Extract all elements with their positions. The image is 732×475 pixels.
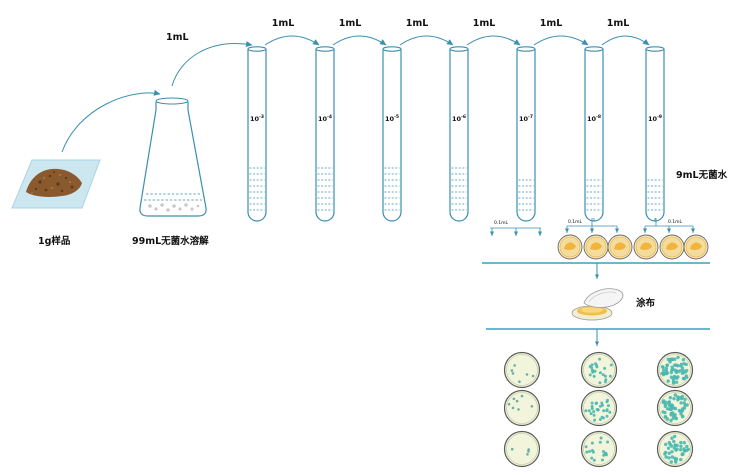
erlenmeyer-flask [139, 97, 207, 217]
pipette-distribution-left: 0.1mL [490, 220, 542, 236]
dilution-base: 10 [452, 115, 462, 123]
dilution-label-6: 10-8 [587, 114, 601, 123]
result-plate-r1-c3 [656, 351, 694, 389]
dilution-label-4: 10-6 [452, 114, 466, 123]
transfer-label-flask: 1mL [166, 32, 189, 43]
result-plate-r1-c1 [503, 351, 541, 389]
spread-label: 涂布 [636, 297, 656, 309]
soil-sample [11, 159, 101, 209]
dilution-label-7: 10-9 [648, 114, 662, 123]
dilution-base: 10 [648, 115, 658, 123]
pipette-distribution-middle: 0.1mL [565, 218, 619, 233]
dilution-base: 10 [385, 115, 395, 123]
transfer-arrow-6 [601, 35, 650, 46]
result-plate-r3-c3 [656, 430, 694, 468]
dilution-exponent: -7 [528, 114, 533, 120]
transfer-arrow-1 [264, 35, 320, 46]
small-plate-1 [557, 234, 583, 260]
result-plate-r2-c3 [656, 389, 694, 427]
test-tube-3: 10-5 [382, 46, 402, 222]
flask-label: 99mL无菌水溶解 [132, 235, 209, 247]
water-label: 9mL无菌水 [676, 169, 728, 181]
result-plate-r1-c2 [580, 351, 618, 389]
dilution-exponent: -6 [461, 114, 466, 120]
transfer-arrow-4 [466, 35, 521, 46]
small-plate-5 [659, 234, 685, 260]
transfer-label-5: 1mL [540, 18, 563, 29]
dilution-label-2: 10-4 [318, 114, 332, 123]
test-tube-4: 10-6 [449, 46, 469, 222]
dilution-label-5: 10-7 [519, 114, 533, 123]
transfer-label-2: 1mL [339, 18, 362, 29]
transfer-arrow-3 [399, 35, 454, 46]
transfer-label-1: 1mL [272, 18, 295, 29]
test-tube-6: 10-8 [584, 46, 604, 222]
result-plate-r2-c1 [503, 389, 541, 427]
inoculated-plates-row [557, 234, 709, 260]
result-plate-r3-c1 [503, 430, 541, 468]
result-plate-r2-c2 [580, 389, 618, 427]
spreading-petri-dish [571, 288, 624, 321]
dilution-base: 10 [587, 115, 597, 123]
transfer-label-4: 1mL [473, 18, 496, 29]
transfer-label-6: 1mL [607, 18, 630, 29]
dilution-exponent: -3 [259, 114, 264, 120]
small-plate-2 [583, 234, 609, 260]
dilution-exponent: -8 [596, 114, 601, 120]
transfer-arrow-sample-to-flask [61, 89, 161, 153]
dilution-exponent: -9 [657, 114, 662, 120]
result-plates-grid [503, 351, 694, 468]
transfer-arrow-flask-to-tube [171, 41, 253, 87]
transfer-label-3: 1mL [406, 18, 429, 29]
soil-pile [26, 168, 82, 197]
small-plate-6 [683, 234, 709, 260]
dilution-label-1: 10-3 [250, 114, 264, 123]
sample-label: 1g样品 [38, 235, 70, 247]
small-plate-3 [607, 234, 633, 260]
transfer-arrow-2 [332, 35, 387, 46]
transfer-arrow-5 [533, 35, 589, 46]
dilution-base: 10 [318, 115, 328, 123]
test-tube-2: 10-4 [315, 46, 335, 222]
dilution-exponent: -4 [327, 114, 332, 120]
pipette-distribution-right: 0.1mL [643, 218, 695, 233]
small-plate-4 [633, 234, 659, 260]
test-tube-5: 10-7 [516, 46, 536, 222]
test-tube-1: 10-3 [247, 46, 267, 222]
dilution-base: 10 [519, 115, 529, 123]
dilution-base: 10 [250, 115, 260, 123]
dilution-label-3: 10-5 [385, 114, 399, 123]
pipette-label-2: 0.1mL [568, 219, 583, 225]
test-tube-7: 10-9 [645, 46, 665, 222]
pipette-label-1: 0.1mL [494, 220, 509, 226]
dilution-exponent: -5 [394, 114, 399, 120]
pipette-label-3: 0.1mL [668, 219, 683, 225]
result-plate-r3-c2 [580, 430, 618, 468]
